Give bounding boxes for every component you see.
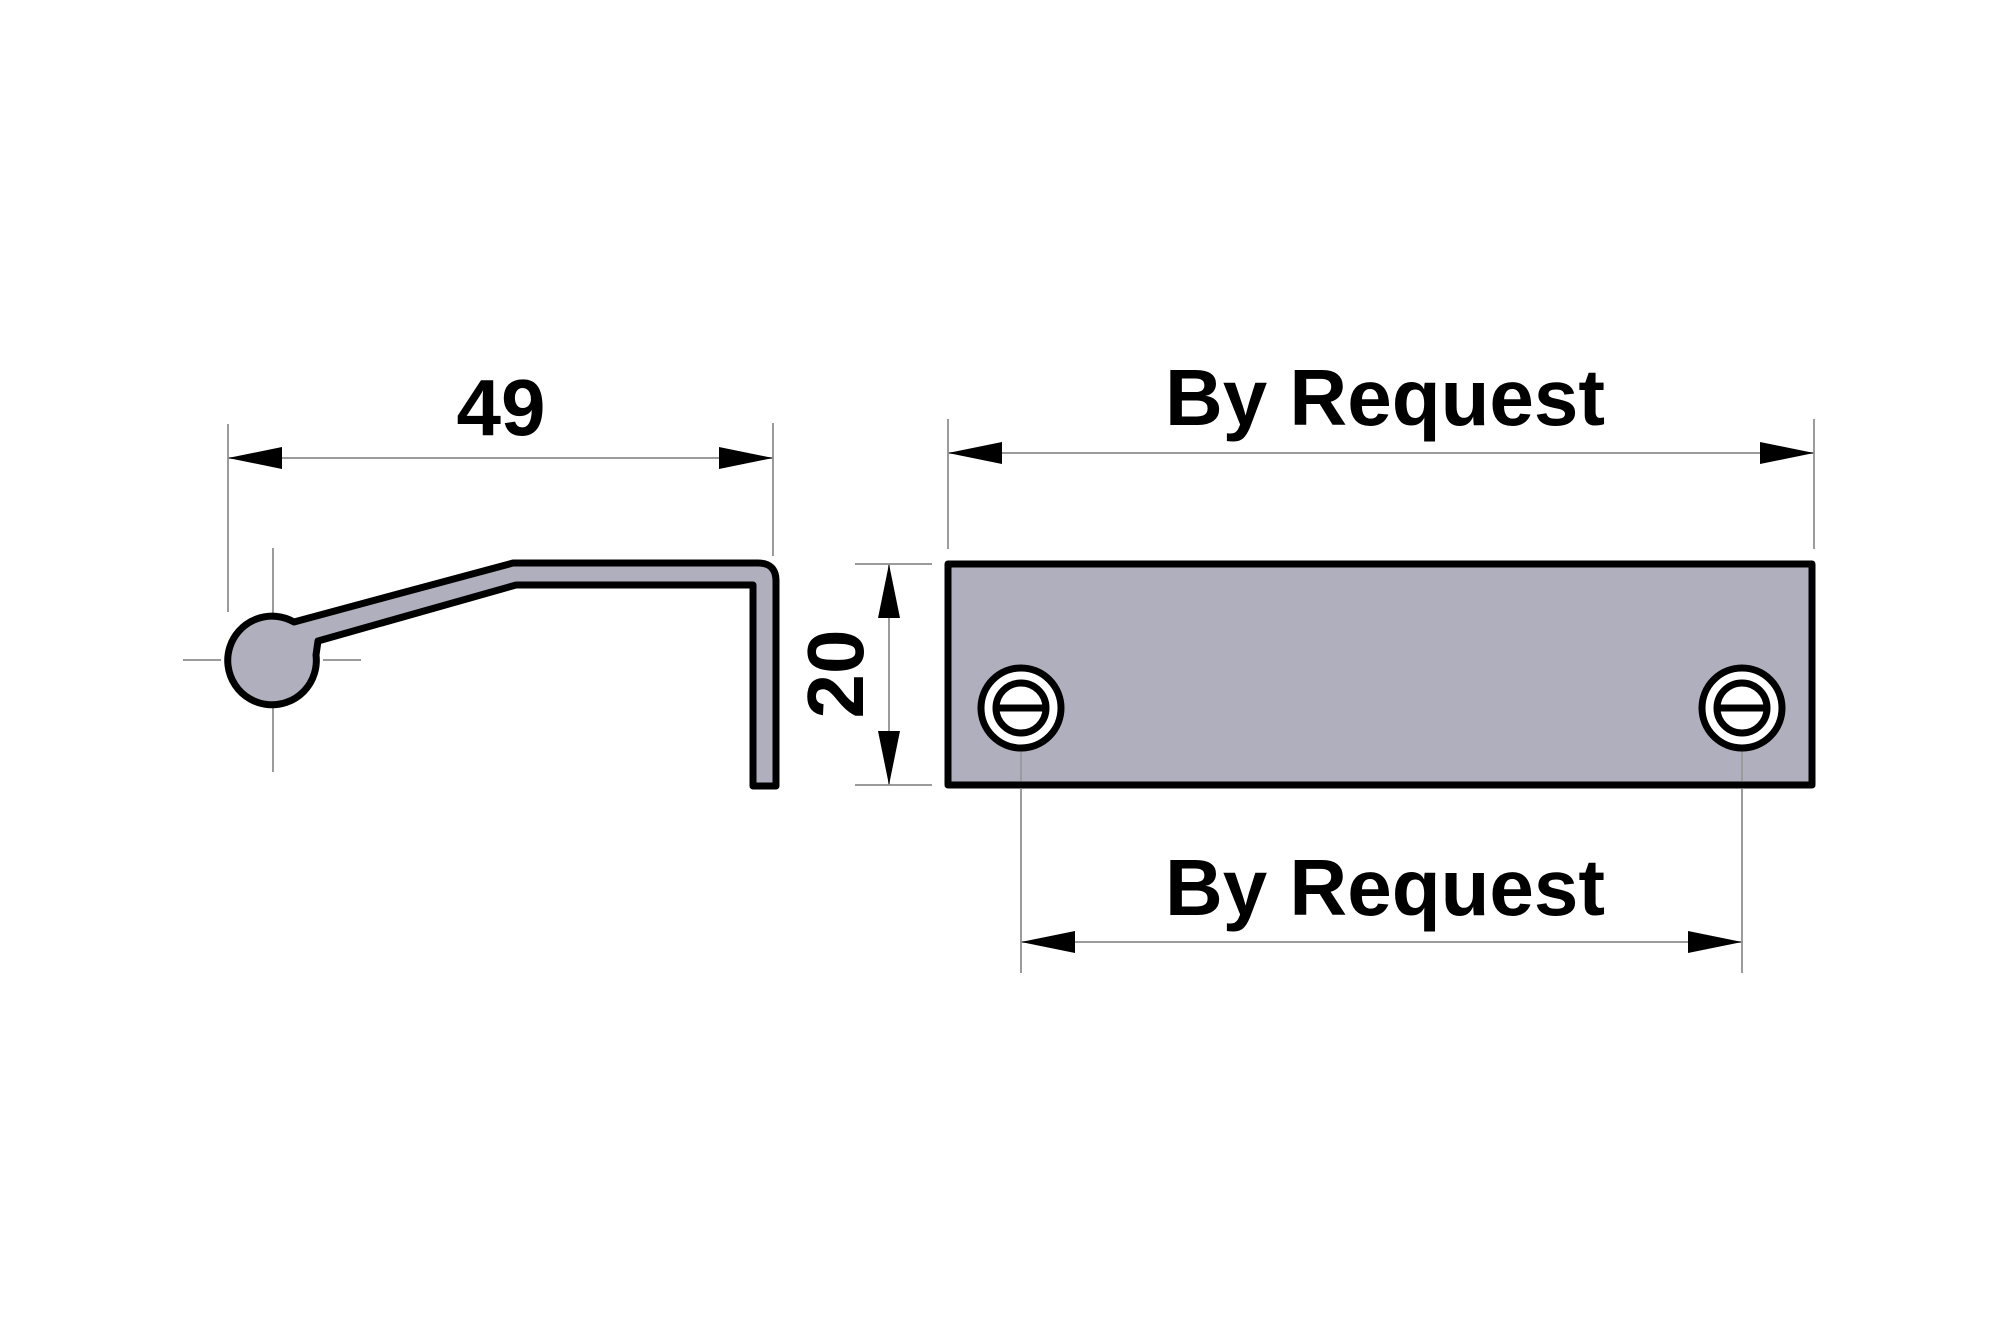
front-view: By Request 20 By Request: [791, 353, 1816, 973]
dimension-label-overall-length: By Request: [1165, 353, 1605, 442]
dimension-overall-length: By Request: [947, 353, 1815, 549]
handle-profile-shape: [224, 559, 780, 790]
screw-left: [977, 664, 1065, 781]
dimension-label-plate-height: 20: [791, 630, 880, 719]
arrowhead-left: [948, 442, 1002, 464]
arrowhead-right: [719, 447, 773, 469]
screw-right: [1698, 664, 1786, 781]
arrowhead-bottom: [878, 731, 900, 785]
arrowhead-right: [1688, 931, 1742, 953]
dimension-label-hole-spacing: By Request: [1165, 843, 1605, 932]
arrowhead-left: [228, 447, 282, 469]
arrowhead-top: [878, 564, 900, 618]
arrowhead-left: [1021, 931, 1075, 953]
dimension-profile-depth: 49: [227, 363, 774, 612]
dimension-hole-spacing: By Request: [1020, 789, 1743, 973]
dimension-label-profile-depth: 49: [457, 363, 546, 452]
mounting-plate: [944, 560, 1816, 789]
side-profile-view: 49: [183, 363, 780, 790]
arrowhead-right: [1760, 442, 1814, 464]
dimension-plate-height: 20: [791, 563, 932, 786]
